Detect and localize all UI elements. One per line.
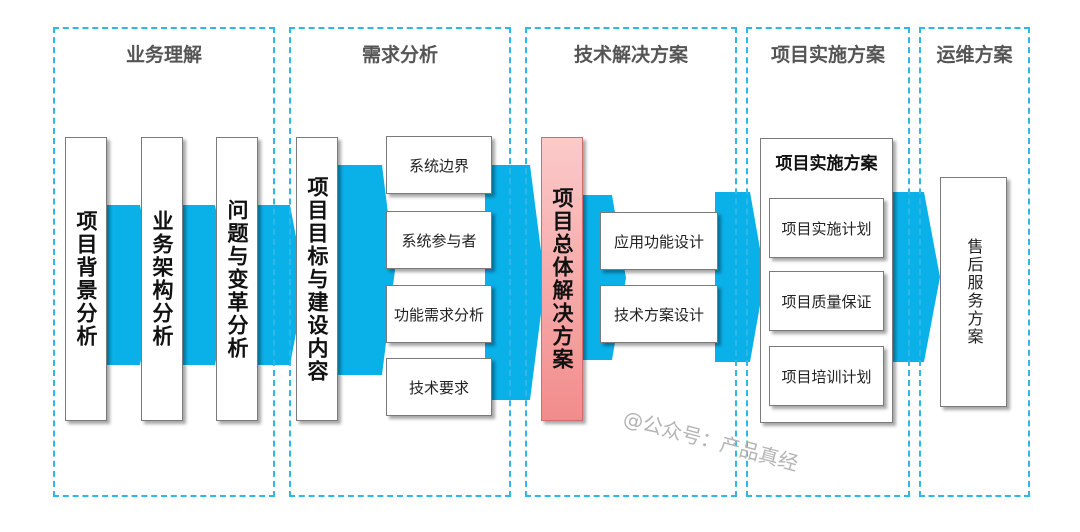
stage-requirements-analysis — [289, 27, 511, 497]
box-technical-design-label: 技术方案设计 — [613, 305, 704, 324]
stage-title-implementation: 项目实施方案 — [770, 44, 885, 66]
box-project-background: 项目背景分析 — [65, 137, 107, 421]
box-problem-change-label: 问题与变革分析 — [225, 198, 249, 360]
box-application-design-label: 应用功能设计 — [613, 232, 704, 251]
box-training-plan: 项目培训计划 — [769, 346, 884, 406]
box-system-actors: 系统参与者 — [386, 211, 492, 269]
box-implementation-schedule: 项目实施计划 — [769, 198, 884, 258]
stage-operations-plan — [919, 27, 1030, 497]
box-technical-requirements-label: 技术要求 — [408, 378, 469, 397]
box-after-sales-service-label: 售后服务方案 — [964, 238, 984, 346]
box-technical-design: 技术方案设计 — [600, 285, 718, 343]
box-application-design: 应用功能设计 — [600, 212, 718, 270]
box-system-boundary-label: 系统边界 — [408, 156, 469, 175]
stage-title-requirements: 需求分析 — [361, 44, 438, 66]
box-project-goal-label: 项目目标与建设内容 — [305, 175, 329, 383]
arrow-8 — [882, 192, 940, 362]
box-quality-assurance-label: 项目质量保证 — [781, 292, 872, 311]
stage-business-understanding — [53, 27, 275, 497]
arrow-4 — [330, 165, 395, 375]
stage-title-business: 业务理解 — [125, 44, 202, 66]
box-implementation-schedule-label: 项目实施计划 — [781, 219, 872, 238]
arrow-3 — [250, 205, 305, 365]
box-quality-assurance: 项目质量保证 — [769, 271, 884, 331]
arrow-5 — [485, 165, 545, 400]
box-problem-change: 问题与变革分析 — [216, 137, 258, 421]
stage-technical-solution — [525, 27, 737, 497]
box-technical-requirements: 技术要求 — [386, 358, 492, 416]
box-training-plan-label: 项目培训计划 — [781, 367, 872, 386]
box-functional-requirements: 功能需求分析 — [386, 285, 492, 343]
box-after-sales-service: 售后服务方案 — [940, 177, 1007, 407]
box-project-goal: 项目目标与建设内容 — [296, 137, 338, 421]
box-implementation-plan-title: 项目实施方案 — [775, 154, 878, 174]
box-project-background-label: 项目背景分析 — [74, 210, 98, 348]
box-system-actors-label: 系统参与者 — [401, 231, 477, 250]
box-functional-requirements-label: 功能需求分析 — [393, 305, 484, 324]
box-system-boundary: 系统边界 — [386, 136, 492, 194]
stage-title-technical: 技术解决方案 — [573, 44, 688, 66]
box-business-architecture: 业务架构分析 — [141, 137, 183, 421]
box-overall-solution-label: 项目总体解决方案 — [550, 187, 574, 371]
box-overall-solution: 项目总体解决方案 — [541, 137, 583, 421]
box-business-architecture-label: 业务架构分析 — [150, 210, 174, 348]
arrow-7 — [715, 192, 765, 362]
stage-title-operations: 运维方案 — [936, 44, 1013, 66]
stage-implementation-plan — [746, 27, 910, 497]
